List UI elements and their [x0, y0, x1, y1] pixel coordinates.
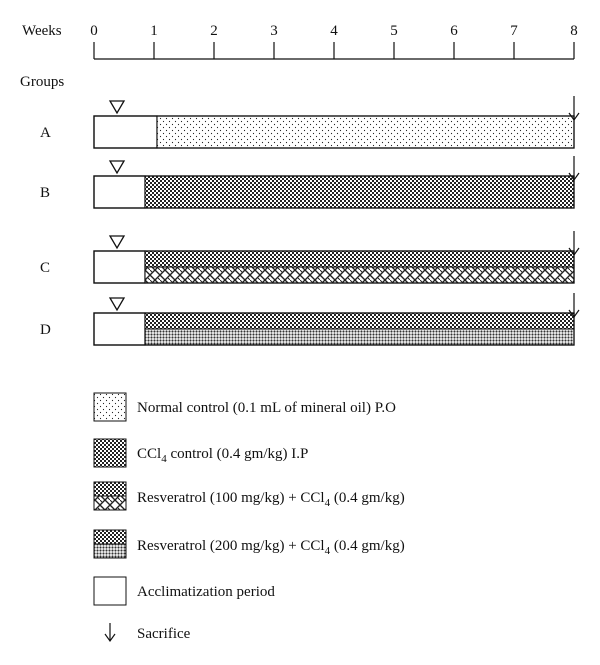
legend-ccl4-control-post: control (0.4 gm/kg) I.P — [167, 446, 309, 462]
legend-swatch-weave — [93, 495, 127, 511]
legend-swatch-checker-top — [93, 481, 127, 497]
legend-swatch-dots — [93, 392, 127, 422]
treatment-lane-checker — [144, 250, 575, 268]
treatment-lane-checker — [144, 175, 575, 209]
treatment-lane-checker — [144, 312, 575, 330]
legend-swatch-checker-top-2 — [93, 529, 127, 545]
sacrifice-arrow-icon — [568, 293, 580, 319]
sacrifice-arrow-icon — [568, 231, 580, 257]
legend-text-resveratrol-100: Resveratrol (100 mg/kg) + CCl4 (0.4 gm/k… — [137, 490, 405, 509]
treatment-lane-dots — [156, 115, 575, 149]
week-tick-label: 6 — [450, 23, 458, 39]
weeks-label: Weeks — [22, 23, 62, 39]
acclimation-block — [93, 250, 146, 284]
week-tick-label: 0 — [90, 23, 98, 39]
week-tick-label: 2 — [210, 23, 218, 39]
legend-resv200-sub: 4 — [325, 545, 331, 557]
sacrifice-arrow-icon — [568, 96, 580, 122]
start-marker-icon — [108, 235, 126, 250]
group-row-b: B — [40, 156, 580, 209]
group-bar-outline — [93, 175, 575, 209]
acclimation-block — [93, 115, 158, 149]
legend-item-ccl4-control: CCl4 control (0.4 gm/kg) I.P — [93, 438, 308, 468]
group-label: A — [40, 125, 51, 141]
start-marker-icon — [108, 100, 126, 115]
week-tick-label: 5 — [390, 23, 398, 39]
legend-resv100-post: (0.4 gm/kg) — [330, 490, 405, 506]
legend-item-acclimatization: Acclimatization period — [93, 576, 275, 606]
group-label: C — [40, 260, 50, 276]
legend-ccl4-control-sub: 4 — [161, 453, 167, 465]
legend-item-resveratrol-100: Resveratrol (100 mg/kg) + CCl4 (0.4 gm/k… — [93, 481, 405, 511]
legend-text-ccl4-control: CCl4 control (0.4 gm/kg) I.P — [137, 446, 308, 465]
group-bar-outline — [93, 115, 575, 149]
acclimation-block — [93, 175, 146, 209]
legend-item-normal-control: Normal control (0.1 mL of mineral oil) P… — [93, 392, 396, 422]
week-tick-label: 4 — [330, 23, 338, 39]
group-bar-outline — [93, 312, 575, 346]
start-marker-icon — [108, 297, 126, 312]
legend-resv100-sub: 4 — [325, 497, 331, 509]
legend: Normal control (0.1 mL of mineral oil) P… — [93, 392, 405, 643]
group-row-c: C — [40, 231, 580, 284]
sacrifice-arrow-icon — [104, 623, 116, 643]
legend-text-acclimatization: Acclimatization period — [137, 584, 275, 600]
legend-resv200-pre: Resveratrol (200 mg/kg) + CCl — [137, 538, 325, 554]
group-rows: A B C D — [40, 96, 580, 346]
start-marker-icon — [108, 160, 126, 175]
week-tick-label: 8 — [570, 23, 578, 39]
treatment-lane-weave — [144, 266, 575, 284]
group-label: D — [40, 322, 51, 338]
week-ticks: 0 1 2 3 4 5 6 7 8 — [90, 23, 578, 59]
week-tick-label: 1 — [150, 23, 158, 39]
legend-item-sacrifice: Sacrifice — [104, 623, 191, 643]
legend-text-normal-control: Normal control (0.1 mL of mineral oil) P… — [137, 400, 396, 416]
legend-resv100-pre: Resveratrol (100 mg/kg) + CCl — [137, 490, 325, 506]
legend-swatch-dense — [93, 543, 127, 559]
group-label: B — [40, 185, 50, 201]
treatment-lane-dense — [144, 328, 575, 346]
legend-ccl4-control-pre: CCl — [137, 446, 161, 462]
legend-item-resveratrol-200: Resveratrol (200 mg/kg) + CCl4 (0.4 gm/k… — [93, 529, 405, 559]
group-row-a: A — [40, 96, 580, 149]
week-tick-label: 3 — [270, 23, 278, 39]
legend-text-resveratrol-200: Resveratrol (200 mg/kg) + CCl4 (0.4 gm/k… — [137, 538, 405, 557]
groups-label: Groups — [20, 74, 64, 90]
group-row-d: D — [40, 293, 580, 346]
legend-resv200-post: (0.4 gm/kg) — [330, 538, 405, 554]
acclimation-block — [93, 312, 146, 346]
legend-text-sacrifice: Sacrifice — [137, 626, 191, 642]
legend-swatch-checker — [93, 438, 127, 468]
legend-swatch-blank — [93, 576, 127, 606]
sacrifice-arrow-icon — [568, 156, 580, 182]
week-tick-label: 7 — [510, 23, 518, 39]
group-bar-outline — [93, 250, 575, 284]
